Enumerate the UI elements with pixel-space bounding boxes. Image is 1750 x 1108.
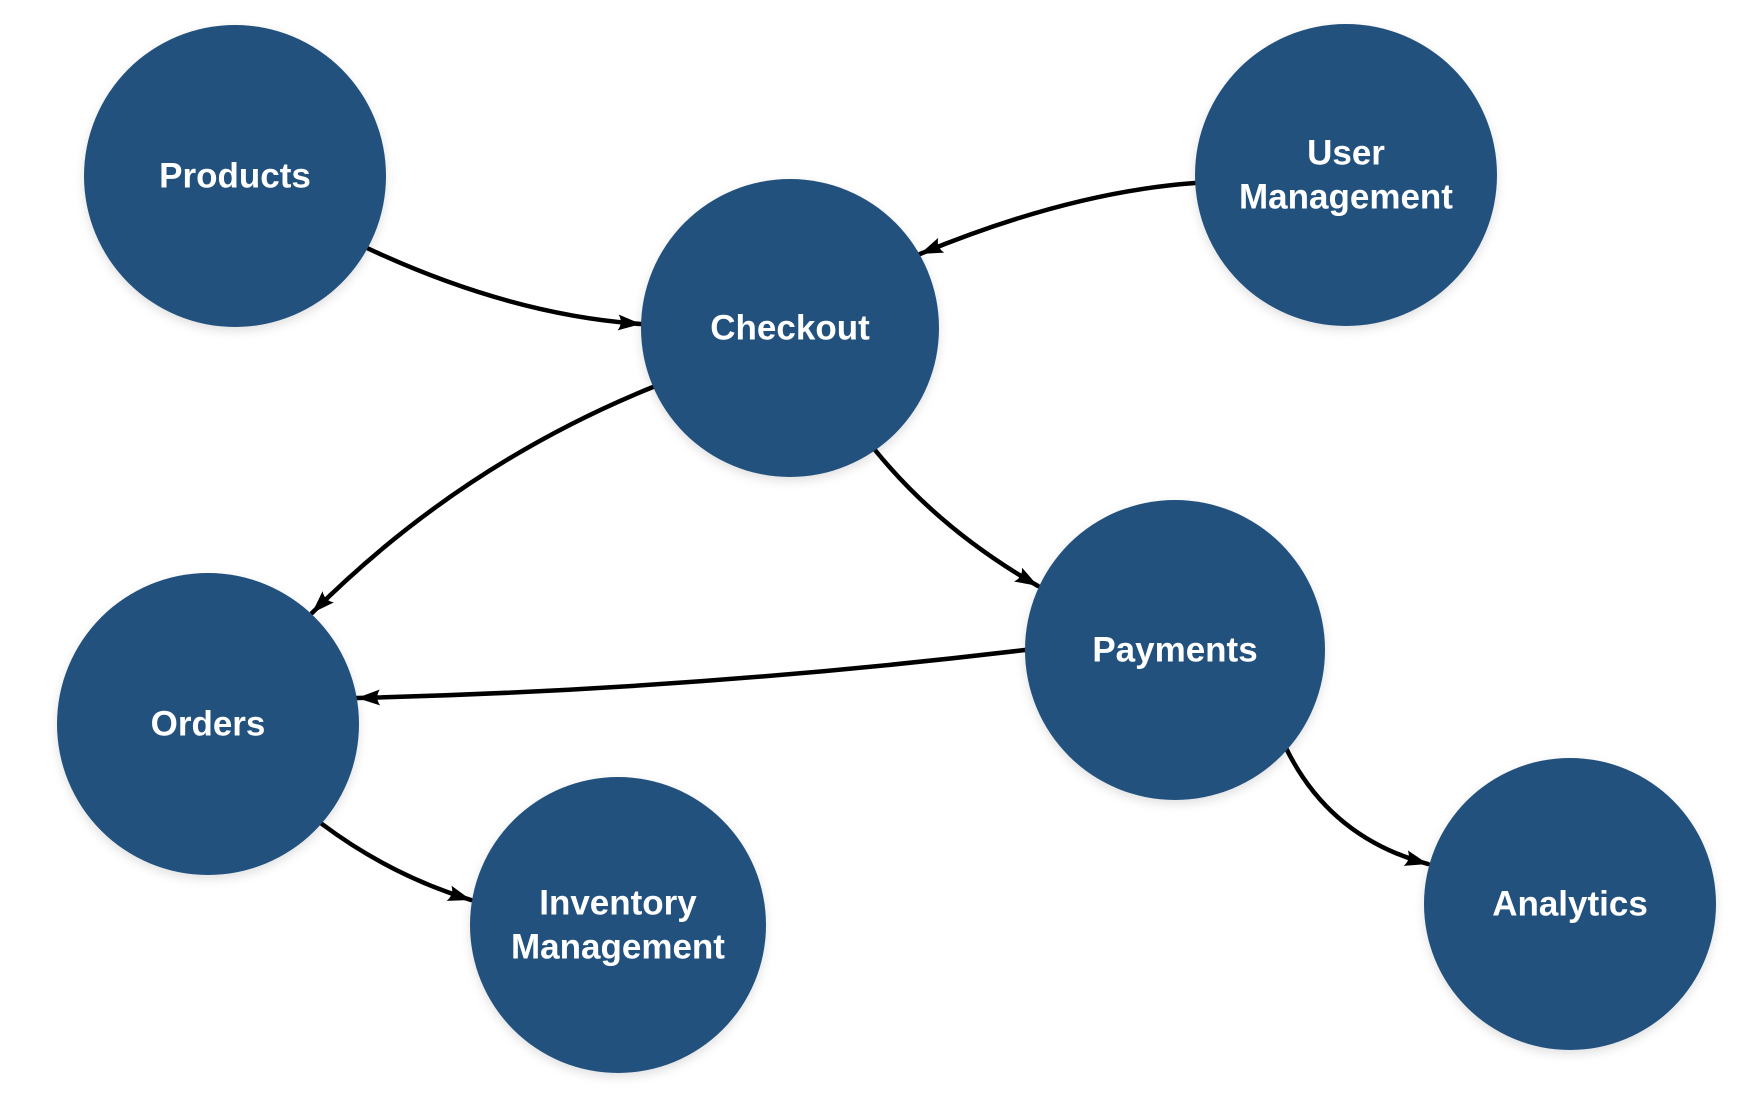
node-circle-payments [1025,500,1325,800]
node-label-analytics: Analytics [1492,885,1648,924]
node-circle-products [84,25,386,327]
node-label-line: Analytics [1492,885,1648,924]
node-circle-inventory-management [470,777,766,1073]
edge-checkout-to-payments [872,447,1041,589]
node-label-products: Products [159,157,311,196]
node-circle-analytics [1424,758,1716,1050]
node-label-line: Orders [151,705,266,744]
node-payments: Payments [1025,500,1325,800]
node-label-checkout: Checkout [710,309,870,348]
node-circle-orders [57,573,359,875]
node-label-line: User [1307,134,1385,173]
edge-layer [309,180,1431,903]
node-label-line: Products [159,157,311,196]
edge-user-management-to-checkout [917,180,1198,257]
edge-payments-to-orders [354,647,1028,706]
node-orders: Orders [57,573,359,875]
node-label-line: Management [1239,178,1453,217]
node-label-payments: Payments [1092,631,1257,670]
node-products: Products [84,25,386,327]
node-label-line: Payments [1092,631,1257,670]
node-checkout: Checkout [641,179,939,477]
edge-orders-to-inventory [319,821,474,903]
edge-payments-to-analytics [1283,745,1431,867]
node-label-line: Inventory [539,884,697,923]
node-label-line: Checkout [710,309,870,348]
edge-checkout-to-orders [309,384,656,616]
edge-products-to-checkout [364,245,644,331]
node-circle-user-management [1195,24,1497,326]
node-label-line: Management [511,928,725,967]
node-circle-checkout [641,179,939,477]
node-analytics: Analytics [1424,758,1716,1050]
node-label-orders: Orders [151,705,266,744]
